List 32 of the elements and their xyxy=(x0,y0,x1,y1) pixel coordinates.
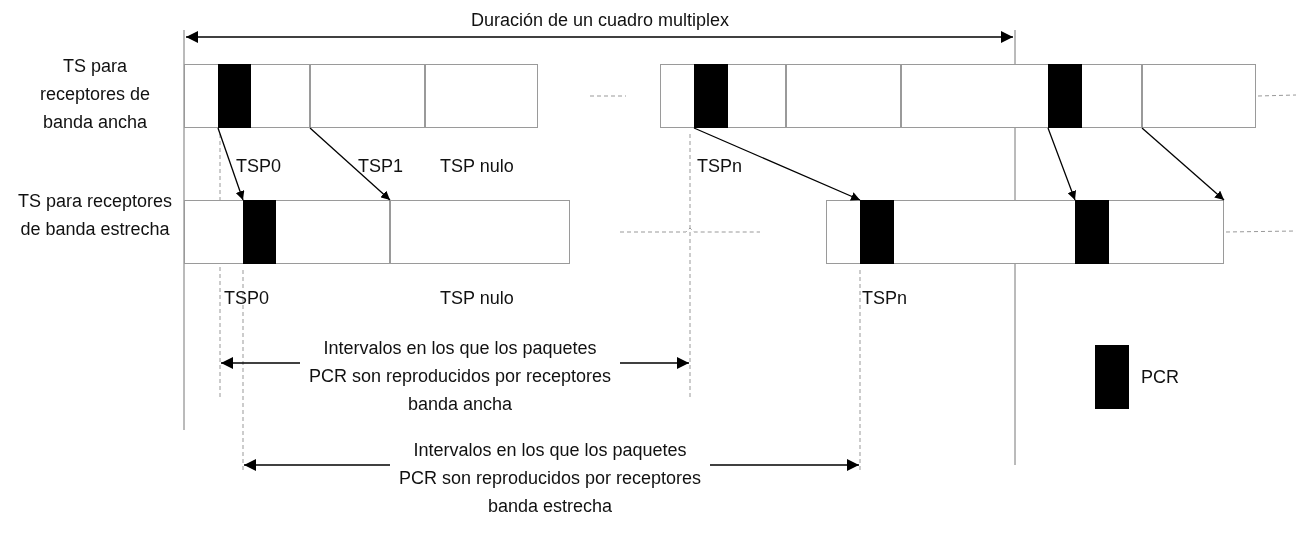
dimension-label: Duración de un cuadro multiplex xyxy=(469,9,731,32)
pcr-packet xyxy=(243,200,276,264)
packet-cell xyxy=(901,64,1142,128)
packet-cell xyxy=(1142,64,1256,128)
arrow xyxy=(1047,127,1077,201)
arrow xyxy=(309,127,391,201)
packet-label: TSP nulo xyxy=(440,155,515,178)
packet-label: TSP0 xyxy=(236,155,283,178)
packet-label: TSPn xyxy=(697,155,744,178)
packet-label: TSP nulo xyxy=(440,287,515,310)
arrow xyxy=(217,127,245,201)
packet-cell xyxy=(425,64,538,128)
pcr-packet xyxy=(1075,200,1109,264)
packet-cell xyxy=(310,64,425,128)
arrow xyxy=(1141,127,1225,201)
packet-cell xyxy=(184,64,310,128)
legend-label: PCR xyxy=(1141,365,1179,389)
packet-cell xyxy=(184,200,390,264)
packet-cell xyxy=(660,64,786,128)
arrow xyxy=(693,127,861,201)
packet-cell xyxy=(786,64,901,128)
row-label: TS para receptores de banda ancha xyxy=(38,55,152,134)
pcr-packet xyxy=(218,64,251,128)
packet-cell xyxy=(390,200,570,264)
packet-label: TSP0 xyxy=(224,287,271,310)
pcr-packet xyxy=(860,200,894,264)
packet-cell xyxy=(826,200,1224,264)
packet-label: TSPn xyxy=(862,287,909,310)
packet-label: TSP1 xyxy=(358,155,405,178)
pcr-packet xyxy=(1048,64,1082,128)
pcr-packet xyxy=(694,64,728,128)
row-label: TS para receptores de banda estrecha xyxy=(16,190,174,241)
